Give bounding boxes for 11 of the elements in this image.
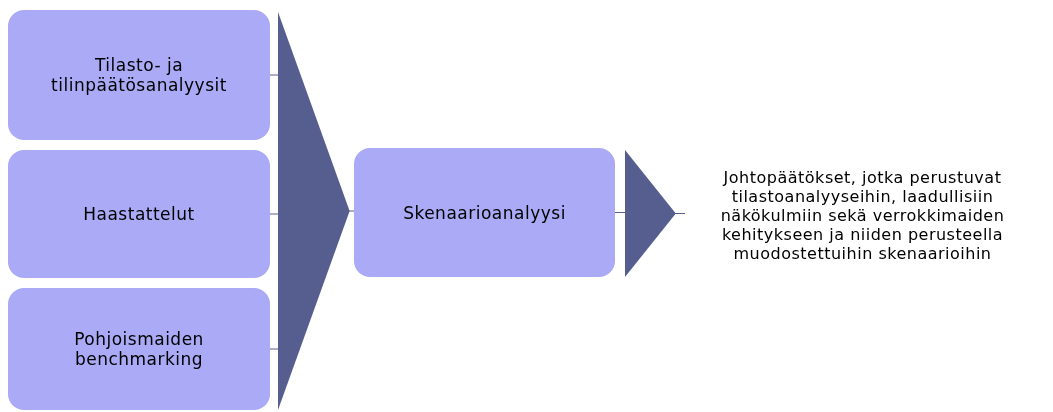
box-label: Haastattelut: [83, 204, 195, 224]
chevron-arrow: [269, 12, 355, 410]
box-label: Tilasto- ja tilinpäätösanalyysit: [50, 55, 228, 95]
box-label: Pohjoismaiden benchmarking: [73, 329, 205, 369]
box-label: Skenaarioanalyysi: [403, 202, 566, 223]
chevron-arrow: [614, 150, 686, 277]
process-box: [8, 288, 270, 410]
conclusion-text: Johtopäätökset, jotka perustuvat tilastoanalyyseihin, laadullisiin näkökulmiin sekä verrokkimaiden kehitykseen ja niiden perusteella muodostettuihin skenaarioihin: [685, 140, 1040, 290]
process-box: [8, 150, 270, 278]
process-box: [354, 148, 615, 277]
process-box: [8, 10, 270, 140]
